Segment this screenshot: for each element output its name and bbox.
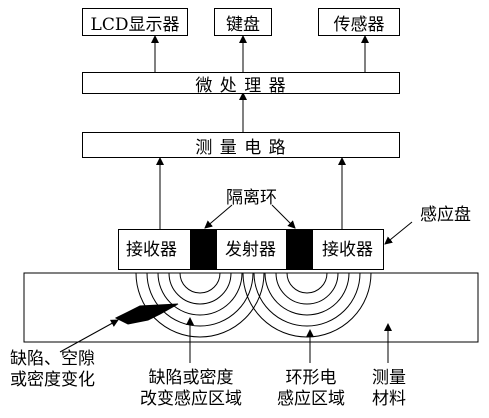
receiver-right-label: 接收器: [322, 240, 373, 260]
ring-region-line-1: 环形电: [285, 368, 337, 388]
microprocessor-label: 微 处 理 器: [195, 75, 287, 96]
defect-region-line-1: 缺陷或密度: [148, 368, 234, 388]
measurement-circuit-label: 测 量 电 路: [195, 137, 287, 158]
defect-region-label: 缺陷或密度 改变感应区域: [130, 368, 252, 410]
material-line-1: 测量: [372, 368, 406, 388]
receiver-left-label: 接收器: [126, 240, 177, 260]
field-lines-right: [242, 272, 372, 338]
ring-region-line-2: 感应区域: [277, 389, 345, 409]
field-lines-left: [135, 272, 265, 338]
transmitter-label: 发射器: [225, 240, 276, 260]
isolation-ring-left: [190, 230, 217, 269]
isolation-ring-label: 隔离环: [226, 188, 277, 208]
lcd-display-box: LCD显示器: [82, 8, 188, 36]
defect-void-line-1: 缺陷、空隙: [10, 349, 95, 369]
material-slab: [23, 272, 479, 343]
sensing-plate-label: 感应盘: [420, 205, 471, 225]
arrow-ring-right: [271, 204, 296, 229]
sensor-label: 传感器: [333, 14, 385, 35]
sensor-box: 传感器: [318, 8, 400, 36]
arrow-ring-left: [204, 204, 233, 229]
material-line-2: 材料: [372, 389, 406, 409]
lcd-display-label: LCD显示器: [90, 14, 180, 35]
arrow-sensing-plate: [384, 221, 413, 245]
arrow-defect-void: [59, 319, 119, 353]
material-label: 测量 材料: [366, 368, 412, 410]
defect-shape: [114, 303, 179, 325]
microprocessor-box: 微 处 理 器: [82, 72, 400, 96]
keyboard-label: 键盘: [226, 14, 260, 35]
defect-region-line-2: 改变感应区域: [140, 389, 242, 409]
keyboard-box: 键盘: [214, 8, 272, 36]
isolation-ring-right: [286, 230, 313, 269]
ring-region-label: 环形电 感应区域: [270, 368, 352, 410]
measurement-circuit-box: 测 量 电 路: [82, 132, 400, 158]
defect-void-line-2: 或密度变化: [10, 370, 95, 390]
defect-void-label: 缺陷、空隙 或密度变化: [10, 349, 114, 391]
probe-box: [118, 229, 384, 270]
